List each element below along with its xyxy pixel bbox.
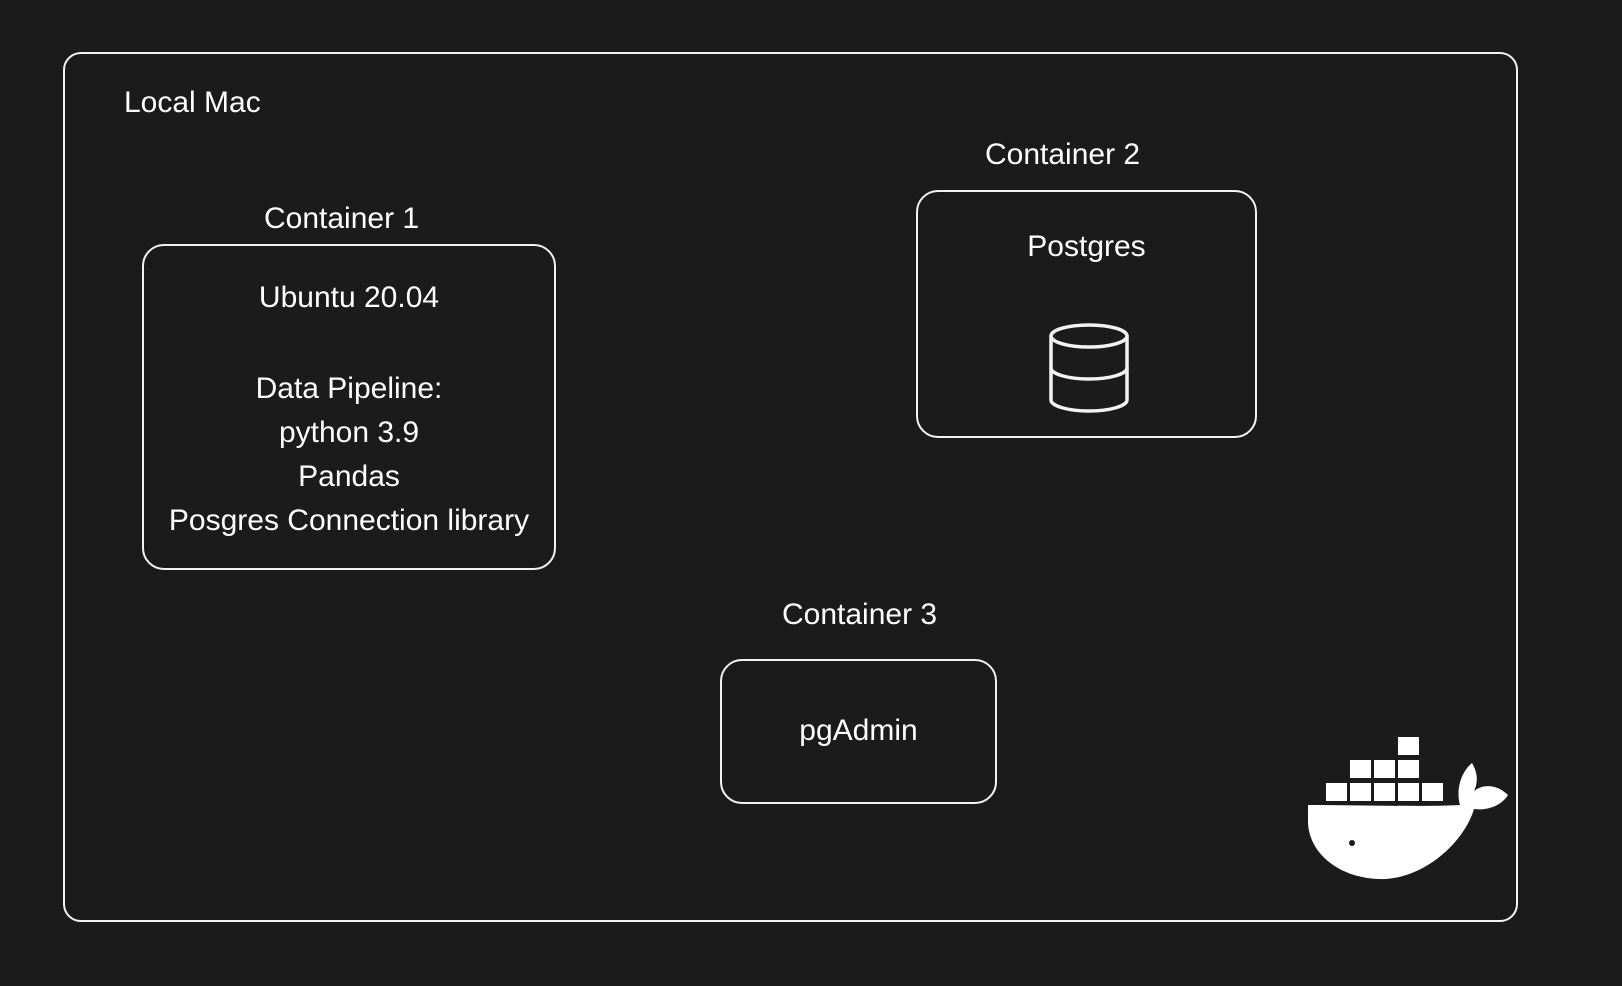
local-mac-frame [63,52,1518,922]
container-1-line: python 3.9 [278,416,420,449]
container-2-box: Postgres [916,190,1257,438]
container-1-title: Container 1 [264,202,420,235]
container-1-line: Posgres Connection library [168,504,530,537]
database-icon [1049,323,1129,413]
local-mac-label: Local Mac [124,86,261,119]
docker-whale-icon [1308,737,1508,880]
container-2-title: Container 2 [985,138,1141,171]
container-3-service: pgAdmin [799,714,918,747]
container-2-service: Postgres [1027,230,1146,263]
container-3-box: pgAdmin [720,659,997,804]
container-3-title: Container 3 [782,598,938,631]
container-1-details: Data Pipeline: python 3.9 Pandas Posgres… [144,367,554,543]
container-1-line: Pandas [298,460,400,493]
container-1-line: Data Pipeline: [255,372,443,405]
container-1-box: Ubuntu 20.04 Data Pipeline: python 3.9 P… [142,244,556,570]
container-1-os: Ubuntu 20.04 [258,281,440,314]
